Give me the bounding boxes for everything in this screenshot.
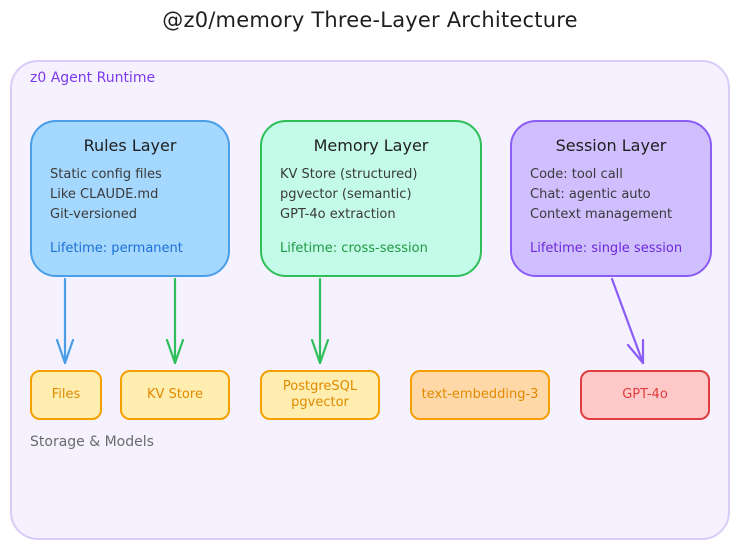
session-layer-line: Code: tool call bbox=[530, 167, 623, 182]
storage-models-label: Storage & Models bbox=[30, 434, 154, 450]
postgres-pgvector-node[interactable]: PostgreSQL pgvector bbox=[260, 370, 380, 420]
kv-store-node[interactable]: KV Store bbox=[120, 370, 230, 420]
session-layer-line: Chat: agentic auto bbox=[530, 187, 651, 202]
rules-layer-title: Rules Layer bbox=[83, 136, 177, 155]
rules-layer-box[interactable]: Rules Layer Static config files Like CLA… bbox=[30, 120, 230, 277]
rules-layer-lifetime: Lifetime: permanent bbox=[50, 241, 183, 256]
text-embedding-node[interactable]: text-embedding-3 bbox=[410, 370, 550, 420]
rules-layer-line: Static config files bbox=[50, 167, 162, 182]
memory-layer-line: KV Store (structured) bbox=[280, 167, 418, 182]
session-layer-lifetime: Lifetime: single session bbox=[530, 241, 683, 256]
gpt4o-node[interactable]: GPT-4o bbox=[580, 370, 710, 420]
memory-layer-title: Memory Layer bbox=[313, 136, 429, 155]
session-layer-title: Session Layer bbox=[555, 136, 667, 155]
files-node[interactable]: Files bbox=[30, 370, 102, 420]
memory-layer-box[interactable]: Memory Layer KV Store (structured) pgvec… bbox=[260, 120, 482, 277]
session-layer-box[interactable]: Session Layer Code: tool call Chat: agen… bbox=[510, 120, 712, 277]
memory-layer-line: pgvector (semantic) bbox=[280, 187, 412, 202]
rules-layer-line: Git-versioned bbox=[50, 207, 137, 222]
rules-layer-line: Like CLAUDE.md bbox=[50, 187, 159, 202]
diagram-title: @z0/memory Three-Layer Architecture bbox=[162, 8, 578, 32]
memory-layer-line: GPT-4o extraction bbox=[280, 207, 396, 222]
memory-layer-lifetime: Lifetime: cross-session bbox=[280, 241, 428, 256]
session-layer-line: Context management bbox=[530, 207, 673, 222]
agent-runtime-label: z0 Agent Runtime bbox=[30, 70, 156, 86]
